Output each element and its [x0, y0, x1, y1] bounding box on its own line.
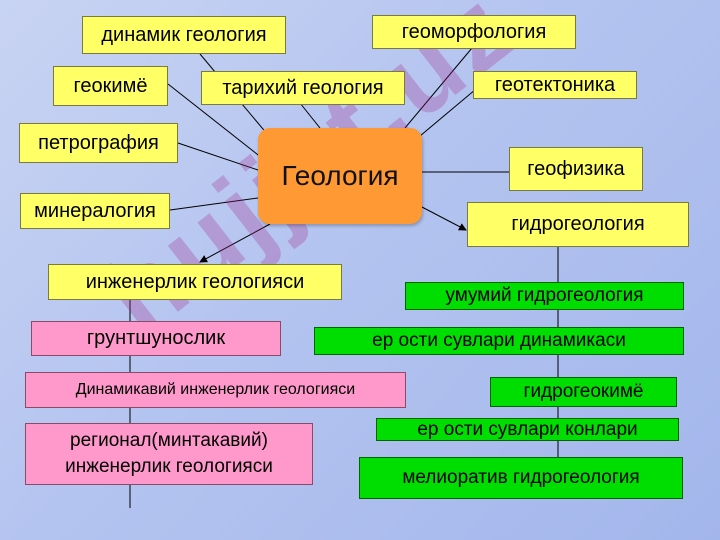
line-geochem — [167, 83, 263, 159]
node-geochemistry: геокимё — [53, 66, 168, 106]
arrow-engineering — [199, 223, 271, 263]
node-geophysics: геофизика — [509, 147, 643, 191]
line-historical — [299, 102, 321, 129]
hydro-item-meliorative: мелиоратив гидрогеология — [359, 457, 683, 499]
engineering-item-regional: регионал(минтакавий) инженерлик геология… — [25, 423, 313, 485]
hydro-item-dynamics: ер ости сувлари динамикаси — [314, 327, 684, 355]
line-petro — [177, 142, 259, 171]
engineering-item-dynamic: Динамикавий инженерлик геологияси — [25, 372, 406, 408]
node-engineering-geology: инженерлик геологияси — [48, 264, 342, 300]
line-geotect — [419, 83, 483, 137]
regional-line-1: регионал(минтакавий) — [70, 430, 268, 451]
node-dynamic-geology: динамик геология — [82, 16, 286, 54]
node-geotectonics: геотектоника — [473, 71, 637, 99]
center-node: Геология — [258, 128, 422, 224]
regional-line-2: инженерлик геологияси — [65, 456, 273, 477]
node-historical-geology: тарихий геология — [201, 71, 405, 105]
hydro-item-general: умумий гидрогеология — [405, 282, 684, 310]
hydro-item-deposits: ер ости сувлари конлари — [376, 418, 679, 441]
hydro-item-hydrogeochemistry: гидрогеокимё — [490, 377, 677, 407]
node-geomorphology: геоморфология — [372, 15, 576, 49]
arrow-hydro — [419, 205, 467, 231]
line-geomorph — [404, 47, 473, 129]
line-mineral — [169, 197, 259, 211]
node-hydrogeology: гидрогеология — [467, 202, 689, 247]
node-petrography: петрография — [19, 123, 178, 163]
node-mineralogy: минералогия — [20, 193, 170, 229]
engineering-item-soil: грунтшунослик — [31, 321, 281, 356]
